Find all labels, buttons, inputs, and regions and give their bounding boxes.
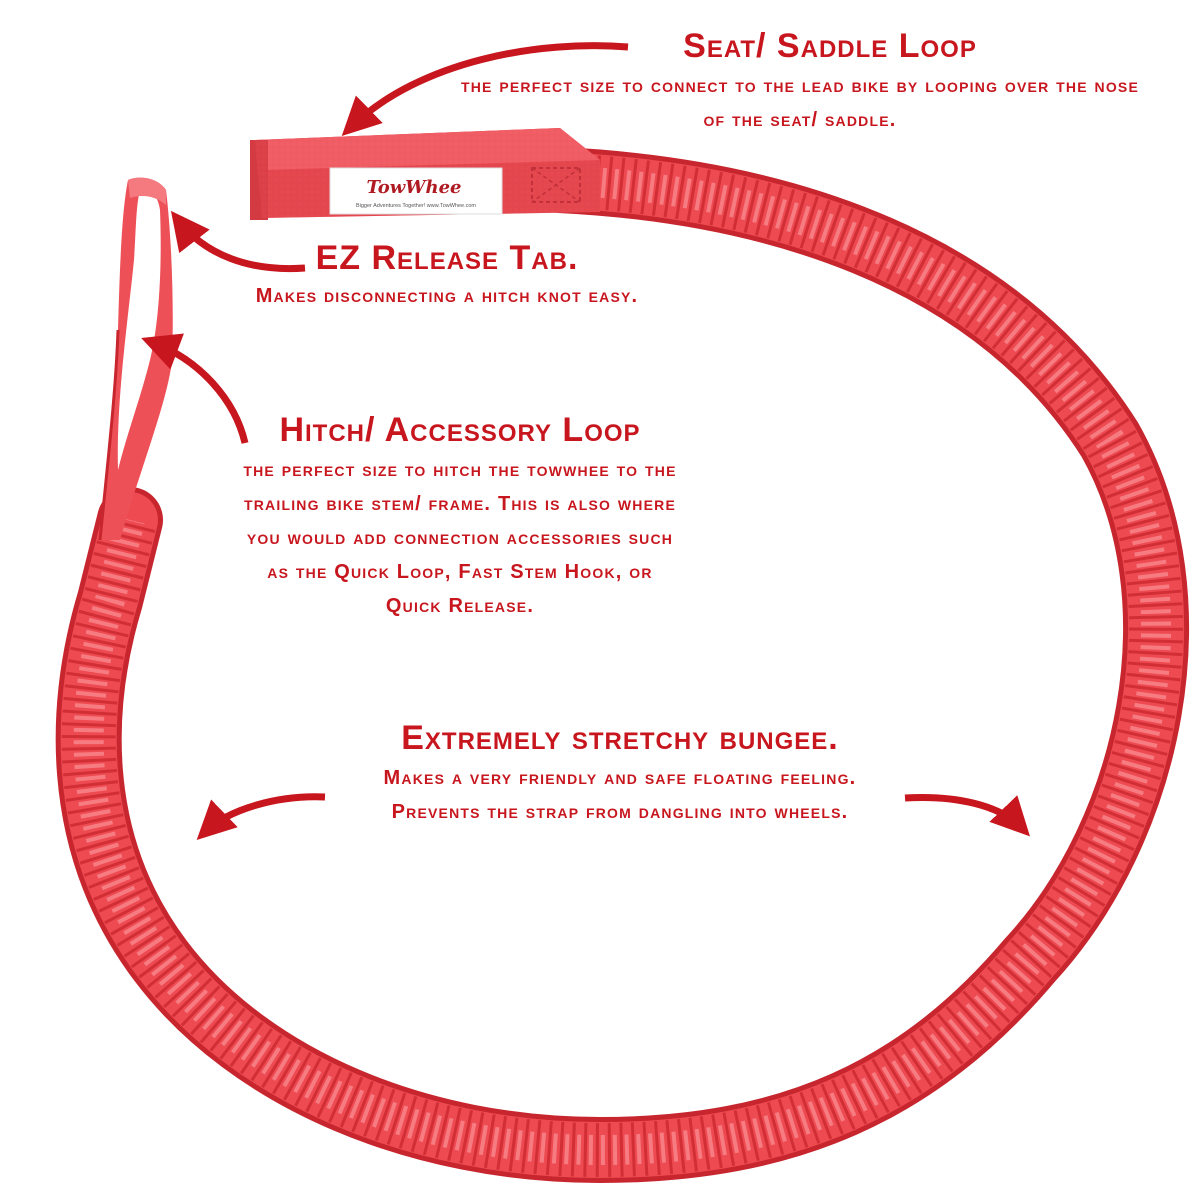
ez-release-title: EZ Release Tab. [315, 239, 579, 277]
ez-release-description: Makes disconnecting a hitch knot easy. [212, 279, 682, 313]
ez-release-line-1: Makes disconnecting a hitch knot easy. [255, 285, 639, 308]
hitch-loop-description: the perfect size to hitch the towwhee to… [190, 453, 730, 623]
hitch-loop-line-5: Quick Release. [385, 595, 535, 618]
brand-tagline-text: Bigger Adventures Together! www.TowWhee.… [356, 203, 476, 209]
brand-label-tag: TowWhee Bigger Adventures Together! www.… [329, 167, 503, 215]
arrow-to-ez-release-tab [170, 210, 306, 273]
seat-loop-description: the perfect size to connect to the lead … [405, 69, 1195, 137]
arrow-left-to-bungee [196, 793, 326, 840]
bungee-callout: Extremely stretchy bungee. Makes a very … [320, 719, 920, 829]
brand-logo-text: TowWhee [366, 177, 461, 198]
seat-loop-callout: Seat/ Saddle Loop the perfect size to co… [405, 27, 1195, 137]
bungee-line-2: Prevents the strap from dangling into wh… [391, 801, 849, 824]
bungee-title: Extremely stretchy bungee. [401, 719, 839, 757]
seat-loop-title: Seat/ Saddle Loop [683, 27, 977, 65]
arrow-to-hitch-loop [141, 333, 249, 444]
arrow-right-to-bungee [904, 794, 1030, 837]
seat-loop-line-2: of the seat/ saddle. [703, 109, 897, 132]
bungee-line-1: Makes a very friendly and safe floating … [383, 767, 857, 790]
hitch-loop-callout: Hitch/ Accessory Loop the perfect size t… [190, 411, 730, 623]
arrow-to-seat-loop [341, 42, 629, 137]
hitch-loop-line-2: trailing bike stem/ frame. This is also … [243, 493, 676, 516]
hitch-loop-line-1: the perfect size to hitch the towwhee to… [243, 459, 677, 482]
hitch-loop-line-4: as the Quick Loop, Fast Stem Hook, or [267, 561, 653, 584]
bungee-description: Makes a very friendly and safe floating … [320, 761, 920, 829]
hitch-loop-title: Hitch/ Accessory Loop [279, 411, 641, 449]
bungee-highlights [73, 165, 1172, 1166]
hitch-loop-line-3: you would add connection accessories suc… [246, 527, 674, 550]
seat-loop-line-1: the perfect size to connect to the lead … [460, 75, 1139, 98]
ez-release-callout: EZ Release Tab. Makes disconnecting a hi… [212, 239, 682, 313]
hitch-accessory-loop [98, 177, 173, 541]
